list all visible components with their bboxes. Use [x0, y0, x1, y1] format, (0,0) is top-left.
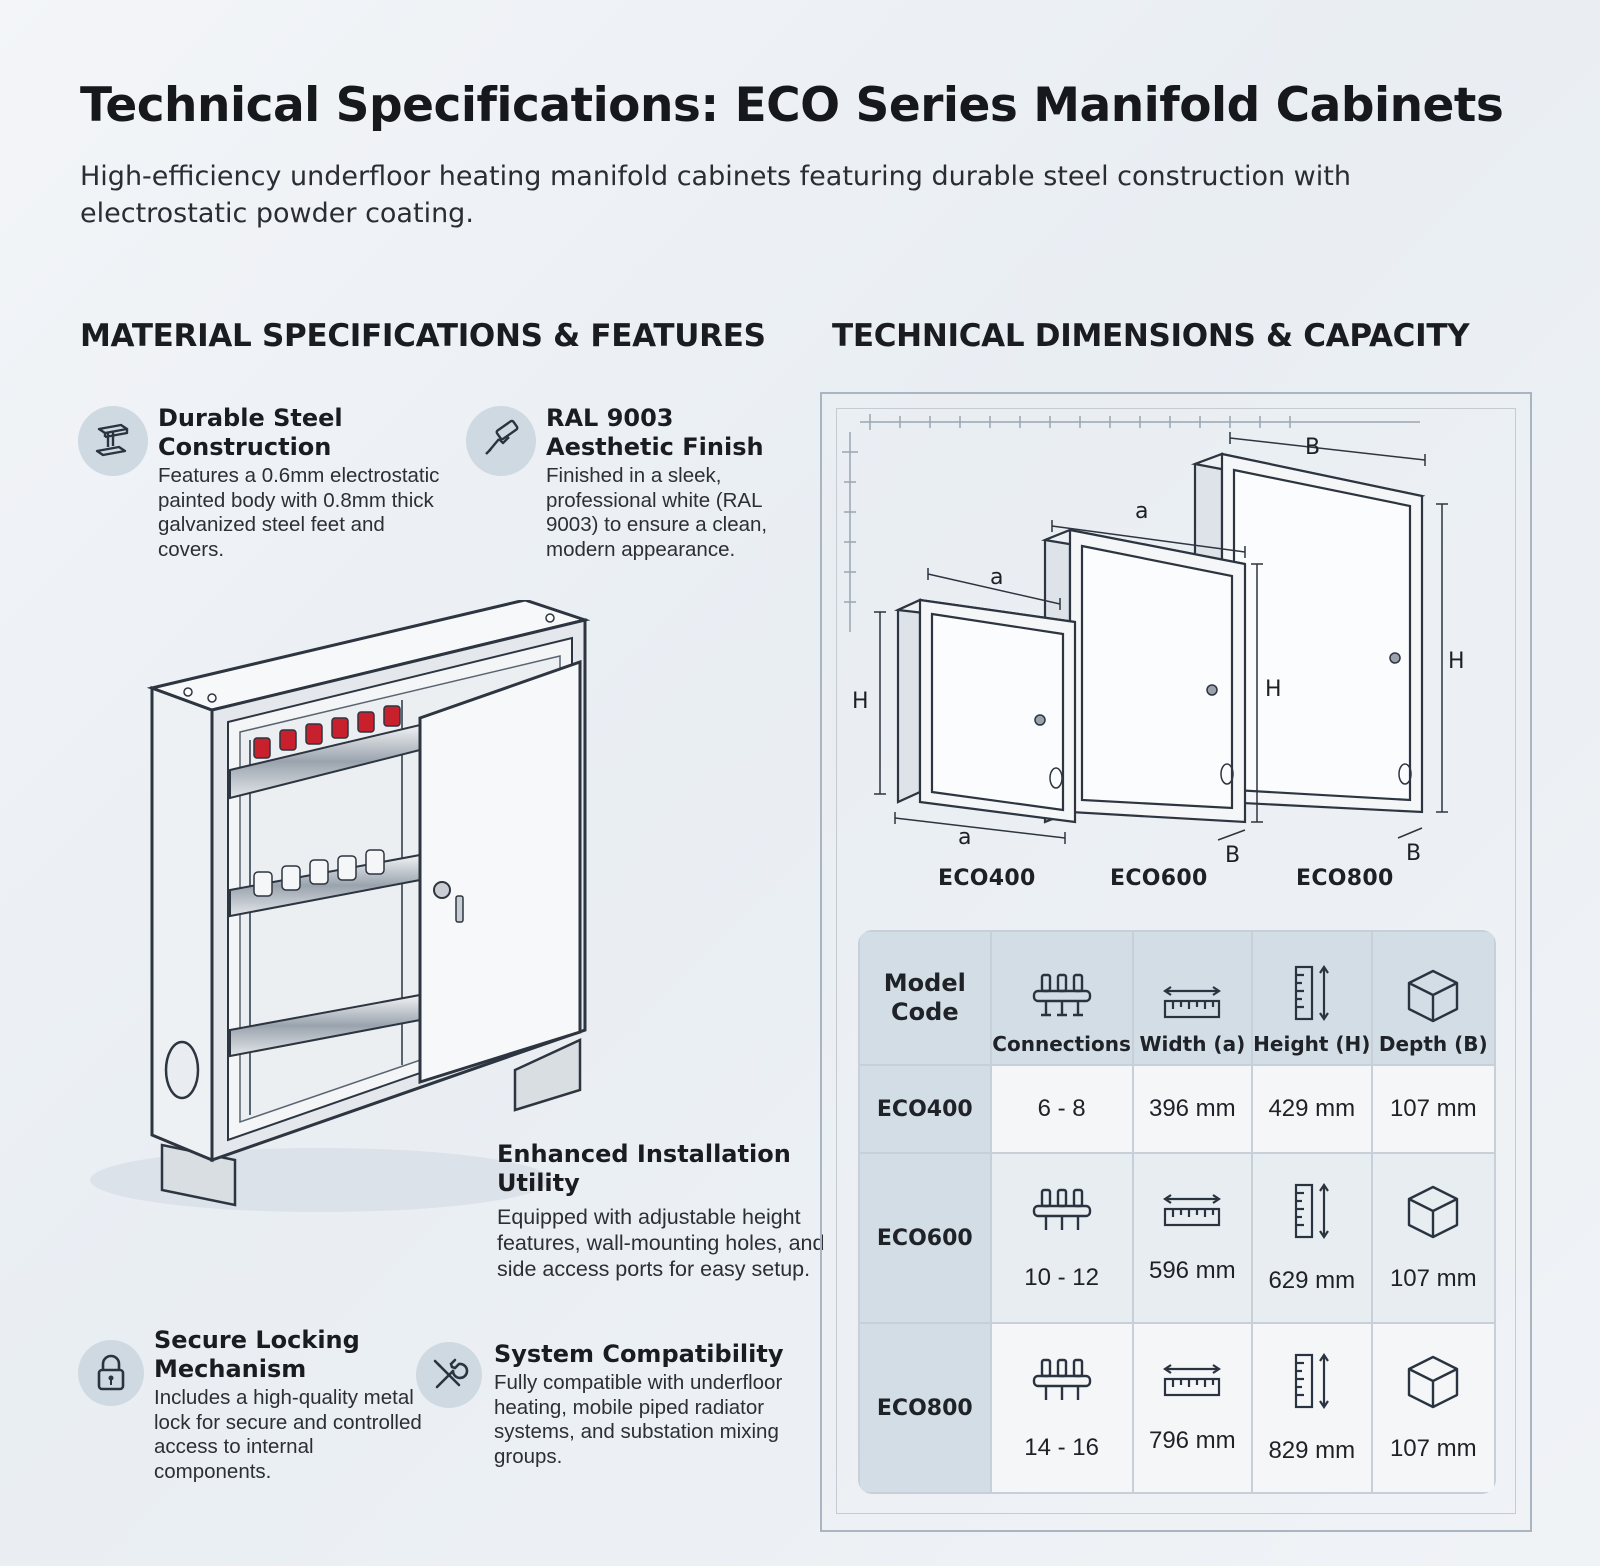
dim-label-depth-eco800-top: B [1305, 435, 1320, 460]
cell-width-value: 796 mm [1148, 1427, 1236, 1454]
feature-description: Includes a high-quality metal lock for s… [154, 1386, 422, 1483]
cell-model: ECO600 [858, 1152, 992, 1324]
cell-depth-value: 107 mm [1389, 1435, 1477, 1462]
feature-title: Secure Locking Mechanism [154, 1326, 360, 1383]
cell-width-value: 596 mm [1148, 1257, 1236, 1284]
depth-cube-icon [1408, 969, 1459, 1023]
header-height: Height (H) [1251, 930, 1373, 1066]
dim-label-width-eco400: a [990, 565, 1003, 590]
dim-label-width-eco600: a [1135, 499, 1148, 524]
header-depth: Depth (B) [1370, 930, 1496, 1066]
table-header-row: Model Code Connections Width (a) Height … [858, 930, 1496, 1066]
depth-cube-icon [1408, 1185, 1459, 1239]
dim-label-depth-eco600: B [1225, 843, 1240, 868]
header-depth-label: Depth (B) [1378, 1032, 1488, 1056]
cell-depth: 107 mm [1370, 1064, 1496, 1154]
cell-width: 596 mm [1131, 1152, 1254, 1324]
depth-cube-icon [1408, 1355, 1459, 1409]
feature-description: Equipped with adjustable height features… [497, 1205, 825, 1281]
cell-height-value: 829 mm [1268, 1437, 1356, 1464]
cell-height-value: 629 mm [1268, 1267, 1356, 1294]
cell-depth: 107 mm [1370, 1152, 1496, 1324]
cell-connections-value: 14 - 16 [1024, 1434, 1099, 1461]
width-ruler-icon [1163, 1364, 1222, 1397]
page-title: Technical Specifications: ECO Series Man… [80, 78, 1504, 133]
dim-label-height-eco400: H [852, 689, 869, 714]
dimensions-inner-frame [836, 408, 1516, 1514]
header-model-code: Model Code [858, 930, 992, 1066]
manifold-icon [1032, 1188, 1091, 1230]
manifold-icon [1032, 1358, 1091, 1400]
page-subtitle: High-efficiency underfloor heating manif… [80, 161, 1351, 229]
header-width-label: Width (a) [1139, 1032, 1246, 1056]
table-row: ECO800 14 - 16 796 mm 829 mm 107 mm [858, 1322, 1496, 1494]
table-row: ECO600 10 - 12 596 mm 629 mm 107 mm [858, 1152, 1496, 1324]
feature-title: Durable Steel Construction [158, 404, 343, 461]
padlock-icon [78, 1340, 144, 1406]
dim-label-depth-eco800: B [1406, 841, 1421, 866]
height-ruler-icon [1294, 965, 1329, 1021]
cabinet-dimensions-diagram: a a B a H H H B B [842, 414, 1465, 868]
dim-label-height-eco800: H [1448, 649, 1465, 674]
specifications-table: Model Code Connections Width (a) Height … [858, 930, 1496, 1494]
dim-label-height-eco600: H [1265, 677, 1282, 702]
cell-connections: 6 - 8 [989, 1064, 1134, 1154]
feature-description: Finished in a sleek, professional white … [546, 464, 768, 561]
width-ruler-icon [1163, 1194, 1222, 1227]
dimensions-frame [820, 392, 1532, 1532]
cell-connections-value: 10 - 12 [1024, 1264, 1099, 1291]
feature-description: Features a 0.6mm electrostatic painted b… [158, 464, 440, 561]
dim-label-width-eco400-bottom: a [958, 825, 971, 850]
cell-connections: 14 - 16 [989, 1322, 1134, 1494]
cell-model: ECO800 [858, 1322, 992, 1494]
paint-roller-icon [466, 406, 536, 476]
cell-connections: 10 - 12 [989, 1152, 1134, 1324]
header-height-label: Height (H) [1253, 1032, 1371, 1056]
cell-height: 429 mm [1251, 1064, 1373, 1154]
cell-height: 629 mm [1251, 1152, 1373, 1324]
width-ruler-icon [1163, 986, 1222, 1019]
manifold-cabinet-illustration [90, 600, 591, 1212]
cell-model: ECO400 [858, 1064, 992, 1154]
cell-height: 829 mm [1251, 1322, 1373, 1494]
height-ruler-icon [1294, 1183, 1329, 1239]
manifold-icon [1032, 973, 1091, 1017]
cell-depth: 107 mm [1370, 1322, 1496, 1494]
feature-installation-utility: Enhanced Installation Utility Equipped w… [497, 1140, 827, 1282]
feature-description: Fully compatible with underfloor heating… [494, 1371, 783, 1468]
wrench-screwdriver-icon [416, 1342, 482, 1408]
cabinet-label-eco800: ECO800 [1296, 866, 1394, 891]
material-section-heading: MATERIAL SPECIFICATIONS & FEATURES [80, 318, 766, 354]
height-ruler-icon [1294, 1353, 1329, 1409]
header-connections: Connections [989, 930, 1134, 1066]
table-row: ECO400 6 - 8 396 mm 429 mm 107 mm [858, 1064, 1496, 1154]
feature-title: RAL 9003 Aesthetic Finish [546, 404, 764, 461]
cell-width: 396 mm [1131, 1064, 1254, 1154]
steel-beam-icon [78, 406, 148, 476]
feature-title: Enhanced Installation Utility [497, 1140, 791, 1197]
feature-title: System Compatibility [494, 1340, 784, 1368]
cabinet-label-eco600: ECO600 [1110, 866, 1208, 891]
header-connections-label: Connections [992, 1032, 1131, 1056]
cabinet-label-eco400: ECO400 [938, 866, 1036, 891]
cell-depth-value: 107 mm [1389, 1265, 1477, 1292]
cell-width: 796 mm [1131, 1322, 1254, 1494]
header-width: Width (a) [1131, 930, 1254, 1066]
dimensions-section-heading: TECHNICAL DIMENSIONS & CAPACITY [832, 318, 1470, 354]
